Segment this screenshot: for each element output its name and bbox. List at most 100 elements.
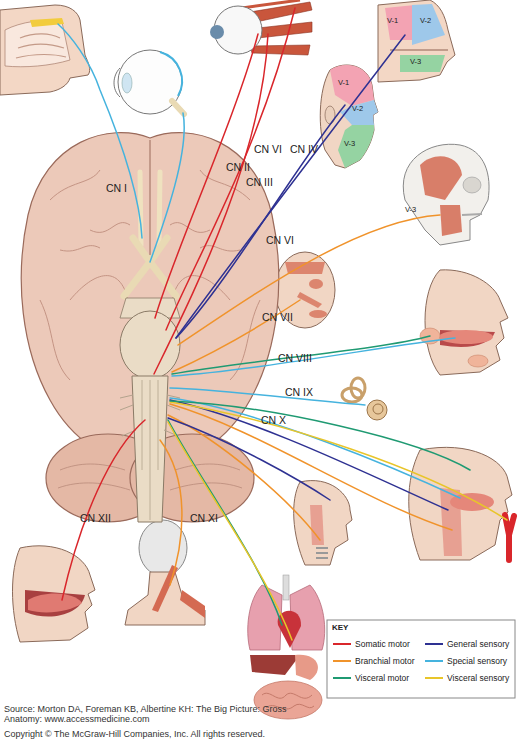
sagittal-v-divisions — [378, 0, 455, 82]
facial-visceral — [172, 336, 430, 374]
pyramids — [142, 380, 158, 520]
oculomotor-fiber — [155, 34, 258, 318]
temporalis — [420, 156, 462, 200]
v1-region — [330, 65, 374, 106]
nerve-label: CN II — [226, 161, 250, 173]
olfactory-fiber — [58, 24, 142, 238]
conchae — [16, 34, 66, 58]
canal — [351, 378, 365, 398]
legend-frame — [327, 620, 515, 698]
vagus-sensory — [168, 418, 330, 500]
trapezius — [180, 590, 205, 618]
legend-text: General sensory — [447, 640, 509, 649]
muscle — [242, 0, 300, 8]
section-outline — [378, 0, 455, 82]
pharynx — [409, 447, 514, 560]
glossopharyngeal-motor — [170, 404, 452, 530]
olfactory-tracts — [140, 172, 160, 245]
cochlea-turn — [373, 404, 383, 414]
orbicularis-oris — [309, 310, 327, 318]
retina — [160, 52, 182, 96]
legend-text: Visceral sensory — [447, 674, 509, 683]
division-label: V-1 — [387, 17, 398, 26]
eyeball — [114, 50, 184, 114]
tongue-muscles — [13, 546, 96, 642]
v3-region — [400, 55, 445, 72]
teeth — [462, 214, 482, 215]
stomach — [295, 655, 318, 680]
orbicularis-oculi — [309, 279, 323, 289]
legend-swatch — [333, 677, 351, 679]
eye-muscles — [210, 0, 312, 55]
legend-swatch — [333, 660, 351, 662]
copyright-note: Copyright © The McGraw-Hill Companies, I… — [4, 729, 265, 739]
inner-ear — [342, 378, 387, 420]
cornea — [114, 68, 120, 97]
glossopharyngeal-visceral-motor — [170, 401, 470, 470]
palate — [390, 49, 448, 51]
nerve-label: CN VII — [262, 311, 293, 323]
trachea — [283, 575, 289, 600]
cochlea — [367, 400, 387, 420]
legend-text: Visceral motor — [355, 674, 409, 683]
legend-text: Somatic motor — [355, 640, 410, 649]
larynx-rings — [316, 548, 328, 558]
legend-text: Branchial motor — [355, 657, 415, 666]
oral-cavity — [25, 590, 85, 617]
hypoglossal-fiber — [62, 420, 145, 600]
source-note: Source: Morton DA, Foreman KB, Albertine… — [4, 704, 294, 725]
nerve-label: CN VI — [266, 234, 294, 246]
larynx — [294, 481, 352, 565]
face-profile — [425, 270, 508, 375]
skull — [403, 144, 489, 245]
nasal-space — [5, 20, 70, 66]
facial-taste — [172, 338, 455, 376]
sublingual-gland — [468, 355, 488, 367]
lung — [248, 585, 282, 650]
muscle — [250, 45, 310, 55]
v2-region — [412, 4, 445, 45]
nasal-cavity — [0, 5, 90, 95]
optic-fiber — [150, 113, 184, 262]
v3-region — [338, 125, 374, 168]
neck-shoulder — [125, 572, 205, 625]
pharynx — [310, 505, 324, 545]
fissure — [150, 140, 151, 255]
tongue — [439, 330, 493, 344]
division-label: V-2 — [352, 105, 363, 114]
gyri — [40, 170, 260, 380]
liver — [250, 655, 300, 675]
legend-title: KEY — [332, 623, 348, 632]
pons — [120, 311, 180, 379]
head-section — [294, 481, 352, 565]
iris — [210, 25, 224, 39]
muscle — [258, 22, 312, 38]
glossopharyngeal-visceral-sensory — [170, 402, 507, 520]
trigeminal-motor — [178, 215, 440, 345]
ear — [325, 106, 335, 124]
nerve-label: CN X — [261, 414, 286, 426]
nerve-label: CN XI — [190, 512, 218, 524]
lens — [122, 73, 132, 93]
trigeminal-sensory — [176, 35, 405, 338]
nerve-label: CN IV — [290, 143, 318, 155]
viscera — [248, 575, 325, 719]
division-label: V-3 — [344, 140, 355, 149]
nerve-label: CN IX — [285, 386, 313, 398]
v1-region — [385, 5, 415, 40]
head-section — [0, 5, 90, 95]
orbit — [463, 177, 481, 193]
optic-nerve-stub — [172, 101, 184, 114]
neck — [125, 520, 205, 625]
nerve-label: CN VIII — [278, 352, 312, 364]
medulla — [132, 376, 168, 522]
legend-swatch — [425, 660, 443, 662]
division-label: V-1 — [338, 79, 349, 88]
brain — [21, 133, 278, 522]
legend-swatch — [333, 643, 351, 645]
legend-text: Special sensory — [447, 657, 507, 666]
vagus-visceral-sensory — [168, 422, 292, 640]
division-label: V-2 — [420, 17, 431, 26]
masseter — [440, 205, 462, 236]
